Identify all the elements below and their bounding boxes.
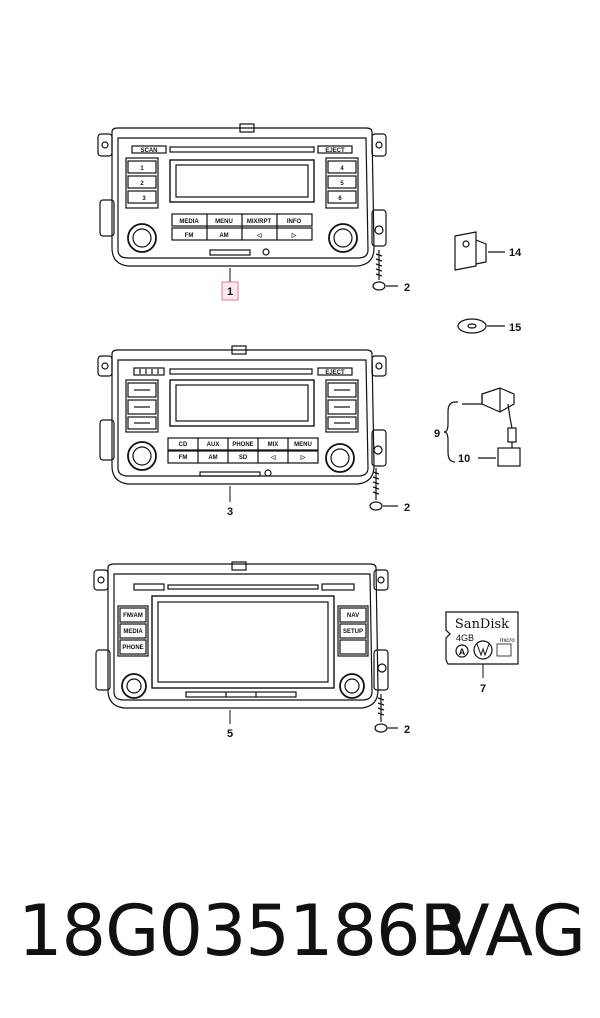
radio-5-labels: FM/AM MEDIA PHONE NAV SETUP <box>122 613 363 651</box>
callout-14: 14 <box>509 247 522 259</box>
screw-2-middle <box>369 468 398 511</box>
svg-text:1: 1 <box>227 286 233 298</box>
radio-3-labels: EJECT CD AUX PHONE MIX MENU FM AM SD ◁ ▷ <box>179 370 345 461</box>
callout-5: 5 <box>227 728 233 740</box>
svg-text:5: 5 <box>340 181 344 187</box>
svg-text:AM: AM <box>208 455 217 461</box>
class-a-badge: A <box>459 647 466 657</box>
eject-label: EJECT <box>325 148 345 154</box>
svg-text:MIX: MIX <box>268 442 279 448</box>
callout-1: 1 <box>221 268 239 301</box>
part-number: 18G035186B <box>18 890 468 972</box>
svg-text:INFO: INFO <box>287 219 302 225</box>
svg-text:CD: CD <box>179 442 188 448</box>
callout-9: 9 <box>434 428 440 440</box>
screw-2-bottom <box>374 694 398 733</box>
svg-text:4: 4 <box>340 166 344 172</box>
svg-text:MEDIA: MEDIA <box>179 219 199 225</box>
sandisk-logo: SanDisk <box>455 617 509 632</box>
footer: 18G035186B VAG <box>0 890 600 980</box>
part-15-disc <box>457 318 505 334</box>
callout-2-middle: 2 <box>404 502 410 514</box>
radio-unit-5 <box>93 561 389 709</box>
callout-3: 3 <box>227 506 233 518</box>
callout-2-top: 2 <box>404 282 410 294</box>
svg-text:◁: ◁ <box>270 454 276 461</box>
callout-15: 15 <box>509 322 521 334</box>
svg-text:▷: ▷ <box>291 232 297 239</box>
screw-2-top <box>372 250 398 291</box>
svg-text:MENU: MENU <box>215 219 233 225</box>
svg-text:◁: ◁ <box>256 232 262 239</box>
svg-text:2: 2 <box>140 181 144 187</box>
radio-unit-1 <box>97 123 387 267</box>
radio-1-labels: SCAN EJECT 1 2 3 4 5 6 MEDIA MENU MIX/RP… <box>140 148 345 239</box>
svg-text:FM: FM <box>185 233 194 239</box>
callout-7: 7 <box>480 683 486 695</box>
capacity-label: 4GB <box>456 633 474 643</box>
svg-text:MENU: MENU <box>294 442 312 448</box>
scan-label: SCAN <box>140 148 157 154</box>
svg-text:▷: ▷ <box>300 454 306 461</box>
callout-2-bottom: 2 <box>404 724 410 736</box>
svg-text:FM: FM <box>179 455 188 461</box>
parts-9-10-cable <box>443 387 521 467</box>
svg-text:PHONE: PHONE <box>232 442 253 448</box>
part-14-clip <box>454 231 505 271</box>
part-7-microsd-card: SanDisk 4GB A micro <box>445 611 519 678</box>
svg-text:MEDIA: MEDIA <box>123 629 143 635</box>
svg-text:PHONE: PHONE <box>122 645 143 651</box>
radio-unit-3 <box>97 345 387 485</box>
micro-sd-logo-icon: micro <box>500 638 515 644</box>
svg-text:AM: AM <box>219 233 228 239</box>
brand-name: VAG <box>441 890 586 972</box>
svg-text:3: 3 <box>142 196 146 202</box>
eject-label-3: EJECT <box>325 370 345 376</box>
callout-10: 10 <box>458 453 470 465</box>
svg-text:NAV: NAV <box>347 613 359 619</box>
svg-text:SETUP: SETUP <box>343 629 363 635</box>
svg-text:MIX/RPT: MIX/RPT <box>247 219 272 225</box>
svg-text:SD: SD <box>239 455 248 461</box>
svg-text:FM/AM: FM/AM <box>123 613 143 619</box>
svg-text:1: 1 <box>140 166 144 172</box>
svg-text:6: 6 <box>338 196 342 202</box>
svg-text:AUX: AUX <box>207 442 220 448</box>
